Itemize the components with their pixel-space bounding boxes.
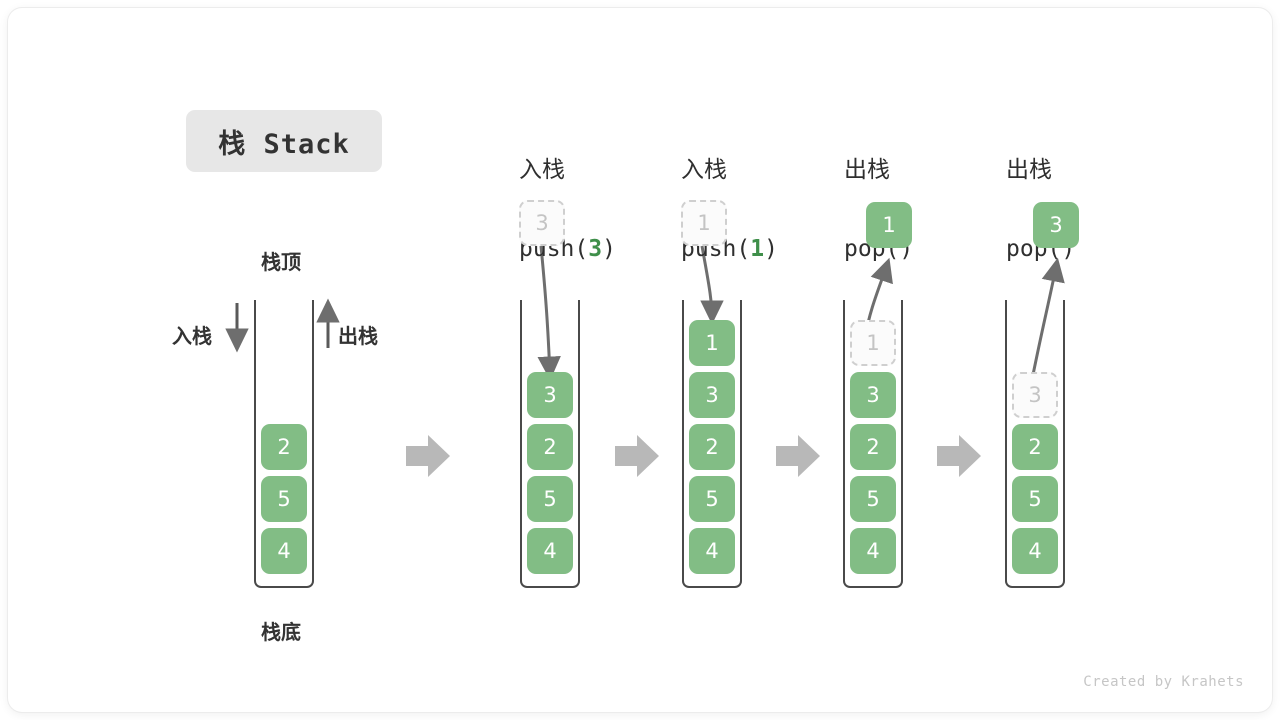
stack-container-push-1 [682,300,742,588]
stack-cell: 5 [850,476,896,522]
credit-text: Created by Krahets [1083,674,1244,690]
diagram-card: 栈 Stack 栈顶 栈底 入栈 出栈 2 [8,8,1272,712]
popped-cell: 1 [866,202,912,248]
stack-cell: 3 [689,372,735,418]
stack-container-initial [254,300,314,588]
code-arg: 3 [588,235,603,262]
column-header-cn: 出栈 [844,157,890,184]
stack-cell: 4 [261,528,307,574]
diagram-stage: 栈 Stack 栈顶 栈底 入栈 出栈 2 [8,8,1272,712]
stack-cell: 5 [1012,476,1058,522]
stack-container-pop-3 [1005,300,1065,588]
ghost-cell-removed: 1 [850,320,896,366]
ghost-cell-removed: 3 [1012,372,1058,418]
stack-cell: 4 [689,528,735,574]
column-header-cn: 入栈 [519,157,565,184]
popped-cell: 3 [1033,202,1079,248]
column-header-cn: 出栈 [1006,157,1052,184]
stack-cell: 1 [689,320,735,366]
stack-container-pop-1 [843,300,903,588]
step-arrow-4 [937,435,981,477]
column-header-cn: 入栈 [681,157,727,184]
stack-cell: 4 [527,528,573,574]
code-arg: 1 [750,235,765,262]
stack-cell: 4 [850,528,896,574]
code-suffix: ) [602,235,616,262]
column-header-code: push(3) [519,233,616,266]
stack-cell: 2 [689,424,735,470]
column-header-pop-1: 出栈 pop() [844,109,913,311]
stack-container-push-3 [520,300,580,588]
step-arrow-3 [776,435,820,477]
stack-cell: 2 [850,424,896,470]
ghost-cell-incoming: 3 [519,200,565,246]
stack-cell: 2 [261,424,307,470]
step-arrow-2 [615,435,659,477]
code-suffix: ) [764,235,778,262]
label-stack-bottom: 栈底 [261,622,301,644]
stack-title-badge: 栈 Stack [186,110,382,172]
label-pop-side: 出栈 [338,326,378,348]
stack-cell: 5 [261,476,307,522]
stack-cell: 3 [850,372,896,418]
stack-cell: 2 [1012,424,1058,470]
label-push-side: 入栈 [172,326,212,348]
stack-cell: 4 [1012,528,1058,574]
step-arrow-1 [406,435,450,477]
ghost-cell-incoming: 1 [681,200,727,246]
stack-cell: 2 [527,424,573,470]
stack-cell: 5 [527,476,573,522]
label-stack-top: 栈顶 [261,252,301,274]
stack-cell: 5 [689,476,735,522]
stack-cell: 3 [527,372,573,418]
column-header-push-3: 入栈 push(3) [519,109,616,311]
